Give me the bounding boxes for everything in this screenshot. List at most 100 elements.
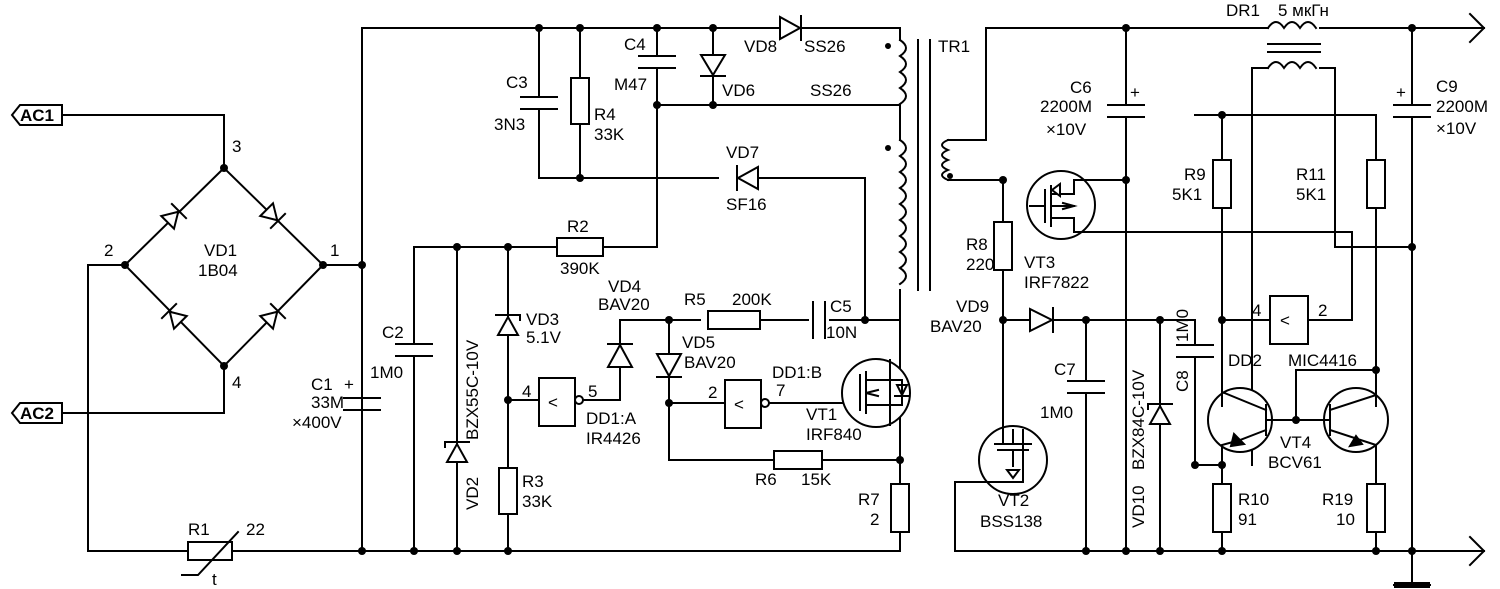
vd1-pin1: 1 [330,241,339,260]
driver-dd2: < 4 2 DD2 MIC4416 [1218,295,1357,370]
dd1a-symbol: < [548,393,558,412]
vd1-pin4: 4 [232,373,241,392]
c6-voltage: ×10V [1046,120,1087,139]
c9-voltage: ×10V [1436,119,1477,138]
r19-value: 10 [1336,510,1355,529]
resistor-r10: R10 91 [1212,483,1269,555]
r2-label: R2 [567,217,589,236]
vd4-label: VD4 [608,277,641,296]
r11-label: R11 [1296,165,1326,184]
driver-dd1b: < 2 7 DD1:B [665,363,846,429]
r3-value: 33K [522,492,553,511]
dd1b-output: 7 [776,381,785,400]
capacitor-c4: C4 M47 [614,35,676,94]
r7-value: 2 [870,510,879,529]
diode-vd6: VD6 SS26 [699,54,852,100]
vd1-label: VD1 [204,241,237,260]
dr1-value: 5 мкГн [1278,1,1329,20]
capacitor-c9: + C9 2200M ×10V [1393,24,1488,552]
dd1b-label: DD1:B [772,363,822,382]
vd3-value: 5.1V [526,328,562,347]
choke-dr1: DR1 5 мкГн [1226,1,1336,466]
r7-label: R7 [858,490,880,509]
c8-value: 1M0 [1173,309,1192,342]
dd1a-output: 5 [588,382,597,401]
diode-vd8: VD8 SS26 [744,15,901,56]
vt4-label: VT4 [1280,433,1311,452]
dd2-output: 2 [1318,301,1327,320]
diode-vd9: VD9 BAV20 [930,297,1196,466]
resistor-r19: R19 10 [1322,483,1386,555]
capacitor-c3: C3 3N3 [494,73,558,134]
vt1-part: IRF840 [806,425,862,444]
capacitor-c5: C5 10N [812,297,869,342]
vd1-part: 1B04 [198,261,238,280]
r6-label: R6 [755,470,777,489]
capacitor-c1: + C1 33M ×400V [292,375,381,432]
resistor-r8: R8 220 [966,221,1013,274]
ac2-label: AC2 [20,404,54,423]
transformer-tr1: TR1 [885,27,1004,471]
c1-label: C1 [311,375,333,394]
c7-label: C7 [1054,360,1076,379]
vd10-part: BZX84C-10V [1129,369,1148,470]
driver-dd1a: < 4 5 DD1:A IR4426 [504,319,701,448]
mosfet-vt1: VT1 IRF840 [806,358,911,444]
vd4-part: BAV20 [598,295,650,314]
c4-value: M47 [614,75,647,94]
tr1-label: TR1 [938,37,970,56]
dd1b-input: 2 [708,383,717,402]
vd6-part: SS26 [810,81,852,100]
c7-value: 1M0 [1040,403,1073,422]
vd1-pin2: 2 [104,241,113,260]
transistor-vt4: VT4 BCV61 [1194,366,1389,485]
ac1-connector: AC1 [10,104,63,126]
r9-value: 5K1 [1172,185,1202,204]
zener-vd10: BZX84C-10V VD10 [1129,319,1173,552]
diode-vd7: VD7 SF16 [726,143,866,321]
diode-vd4: VD4 BAV20 [598,277,650,368]
c6-label: C6 [1070,78,1092,97]
r4-value: 33K [594,125,625,144]
vd10-label: VD10 [1129,485,1148,528]
capacitor-c6: + C6 2200M ×10V [1040,24,1145,552]
vd6-label: VD6 [722,81,755,100]
resistor-r3: R3 33K [498,467,553,515]
vd2-part: BZX55C-10V [463,339,482,440]
vd3-label: VD3 [526,310,559,329]
r1-t: t [212,570,217,589]
c9-value: 2200M [1436,97,1488,116]
resistor-r9: R9 5K1 [1172,111,1377,407]
r10-label: R10 [1238,490,1269,509]
c5-value: 10N [826,323,857,342]
vd5-label: VD5 [682,333,715,352]
r1-label: R1 [188,520,210,539]
r10-value: 91 [1238,510,1257,529]
c3-value: 3N3 [494,115,525,134]
mosfet-vt2: VT2 BSS138 [954,319,1048,552]
capacitor-c2: C2 1M0 [370,323,433,382]
resistor-r6: R6 15K [755,450,904,489]
thermistor-r1: R1 22 t [181,520,265,589]
vd9-part: BAV20 [930,317,982,336]
dd1a-input: 4 [522,382,531,401]
vd8-label: VD8 [744,37,777,56]
r4-label: R4 [594,105,616,124]
dd1b-symbol: < [734,395,744,414]
c1-voltage: ×400V [292,413,342,432]
r19-label: R19 [1322,490,1353,509]
vt1-label: VT1 [806,405,837,424]
c5-label: C5 [830,297,852,316]
vd7-part: SF16 [726,195,767,214]
r3-label: R3 [522,472,544,491]
resistor-r2: R2 390K [556,217,604,278]
dd1a-label: DD1:A [586,409,637,428]
dd2-symbol: < [1280,311,1290,330]
c8-label: C8 [1173,370,1192,392]
ac1-label: AC1 [20,106,54,125]
c2-value: 1M0 [370,363,403,382]
zener-vd2: BZX55C-10V VD2 [444,339,482,510]
vt2-part: BSS138 [980,512,1042,531]
dr1-label: DR1 [1226,1,1260,20]
